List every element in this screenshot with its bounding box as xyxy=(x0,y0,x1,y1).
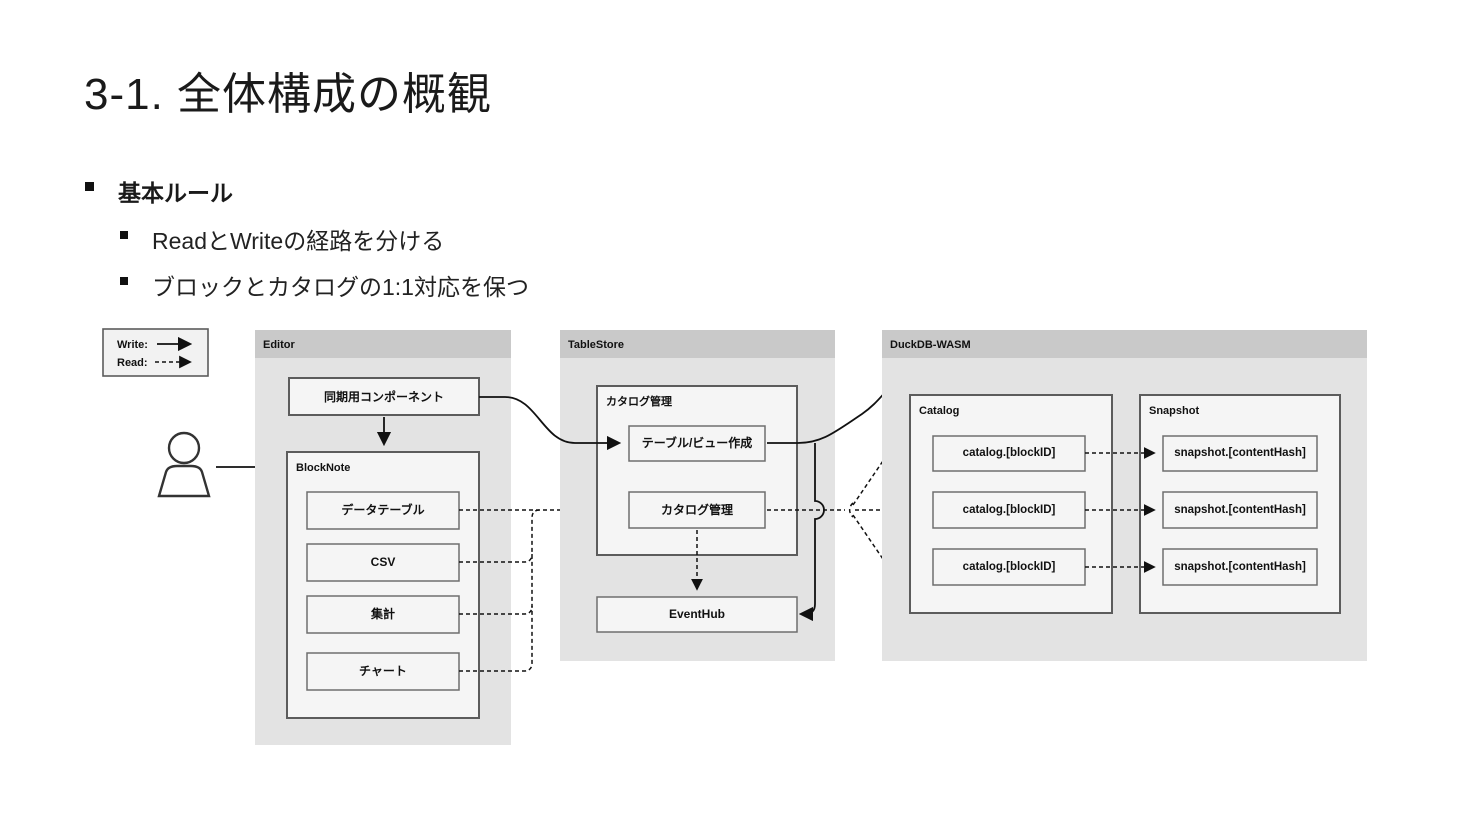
bullet-marker xyxy=(85,182,94,191)
snapshot-row-box xyxy=(1162,491,1318,529)
legend: Write: Read: xyxy=(102,328,209,377)
bullet-item: ReadとWriteの経路を分ける xyxy=(120,222,444,256)
catalog-row-label: catalog.[blockID] xyxy=(963,504,1056,516)
table-view-create-box xyxy=(628,425,766,462)
arrow-sync-to-create xyxy=(479,396,622,451)
table-view-create-label: テーブル/ビュー作成 xyxy=(642,435,753,450)
legend-write-label: Write: xyxy=(117,339,148,351)
bullet-item-text: ブロックとカタログの1:1対応を保つ xyxy=(152,274,529,300)
sync-component-box xyxy=(288,377,480,416)
tablestore-container: TableStore カタログ管理 テーブル/ビュー作成 カタログ管理 Even… xyxy=(560,330,835,661)
blocknote-title: BlockNote xyxy=(296,462,350,474)
snapshot-row-label: snapshot.[contentHash] xyxy=(1174,504,1306,516)
catalog-row-box xyxy=(932,548,1086,586)
bullet-heading: 基本ルール xyxy=(85,174,233,208)
catalog-group-title: Catalog xyxy=(919,405,959,417)
eventhub-label: EventHub xyxy=(669,607,725,621)
snapshot-row-label: snapshot.[contentHash] xyxy=(1174,561,1306,573)
snapshot-row-label: snapshot.[contentHash] xyxy=(1174,447,1306,459)
block-datatable-box xyxy=(306,491,460,530)
editor-container: Editor 同期用コンポーネント BlockNote データテーブル CSV … xyxy=(255,330,511,745)
user-icon xyxy=(157,431,211,498)
editor-header xyxy=(255,330,511,358)
tablestore-header xyxy=(560,330,835,358)
sync-component-label: 同期用コンポーネント xyxy=(324,389,444,404)
catalog-group: Catalog catalog.[blockID] catalog.[block… xyxy=(909,394,1113,614)
page-title: 3-1. 全体構成の概観 xyxy=(84,70,493,119)
catalog-management-group: カタログ管理 テーブル/ビュー作成 カタログ管理 xyxy=(596,385,798,556)
snapshot-group-title: Snapshot xyxy=(1149,405,1199,417)
duckdb-container: DuckDB-WASM Catalog catalog.[blockID] ca… xyxy=(882,330,1367,661)
blocknote-group: BlockNote データテーブル CSV 集計 チャート xyxy=(286,451,480,719)
bullet-item: ブロックとカタログの1:1対応を保つ xyxy=(120,268,529,302)
catalog-manage-label: カタログ管理 xyxy=(661,502,733,517)
block-aggregate-box xyxy=(306,595,460,634)
block-aggregate-label: 集計 xyxy=(370,606,395,621)
tablestore-title: TableStore xyxy=(568,339,624,351)
block-datatable-label: データテーブル xyxy=(341,502,424,517)
block-csv-label: CSV xyxy=(371,555,396,569)
bullet-marker xyxy=(120,231,128,239)
snapshot-row-box xyxy=(1162,435,1318,472)
duckdb-title: DuckDB-WASM xyxy=(890,339,971,351)
catalog-manage-box xyxy=(628,491,766,529)
catalog-management-groupbox xyxy=(596,385,798,556)
catalog-management-group-title: カタログ管理 xyxy=(606,394,672,408)
bullet-marker xyxy=(120,277,128,285)
catalog-row-label: catalog.[blockID] xyxy=(963,447,1056,459)
bullet-heading-text: 基本ルール xyxy=(118,180,233,206)
block-chart-label: チャート xyxy=(359,664,407,678)
editor-title: Editor xyxy=(263,339,295,351)
bullet-item-text: ReadとWriteの経路を分ける xyxy=(152,228,445,254)
snapshot-row-box xyxy=(1162,548,1318,586)
legend-read-label: Read: xyxy=(117,357,148,369)
eventhub-box xyxy=(596,596,798,633)
duckdb-header xyxy=(882,330,1367,358)
snapshot-group: Snapshot snapshot.[contentHash] snapshot… xyxy=(1139,394,1341,614)
block-csv-box xyxy=(306,543,460,582)
arrow-create-to-eventhub xyxy=(798,443,825,622)
catalog-row-label: catalog.[blockID] xyxy=(963,561,1056,573)
catalog-to-snapshot-lines xyxy=(1085,447,1156,573)
